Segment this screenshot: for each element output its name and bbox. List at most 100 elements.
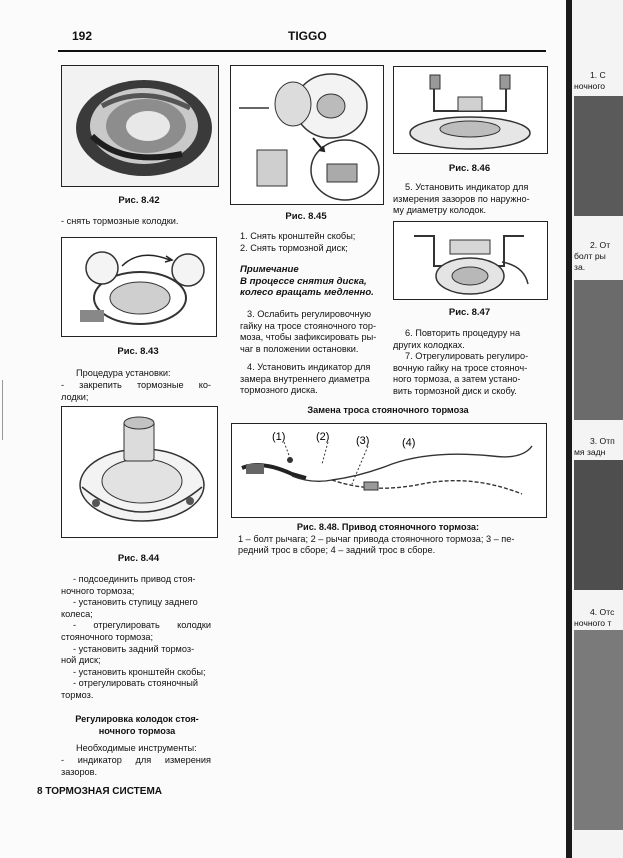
tools-intro: Необходимые инструменты: [76, 743, 197, 753]
step-line: тормозного диска. [240, 385, 318, 396]
section-title-line: Регулировка колодок стоя- [75, 714, 199, 724]
adjacent-photo-3 [574, 460, 623, 590]
figure-8-44-caption: Рис. 8.44 [117, 553, 160, 564]
step-line: 1. Снять кронштейн скобы; [240, 231, 356, 241]
adjacent-text: 4. Отс [590, 607, 615, 617]
figure-8-43-caption: Рис. 8.43 [117, 346, 159, 357]
step-line: 4. Установить индикатор для [247, 362, 371, 372]
step-4: 4. Установить индикатор для замера внутр… [240, 362, 386, 397]
parking-brake-linkage-illustration: (1) (2) (3) (4) [232, 424, 546, 517]
figure-8-45-caption: Рис. 8.45 [285, 211, 327, 222]
figure-8-43 [61, 237, 217, 337]
figure-8-48: (1) (2) (3) (4) [231, 423, 547, 518]
callout-2: (2) [316, 431, 329, 443]
adjacent-text: мя задн [574, 447, 606, 457]
adjacent-text: 1. С [590, 70, 606, 80]
step-line: 2. Снять тормозной диск; [240, 242, 348, 253]
running-title: TIGGO [288, 29, 327, 43]
step-line: чаг в положении остановки. [240, 343, 359, 354]
step-line: 5. Установить индикатор для [405, 182, 529, 192]
section-title-shoe-adjustment: Регулировка колодок стоя- ночного тормоз… [61, 714, 213, 737]
step-line: моза, чтобы зафиксировать ры- [240, 332, 377, 343]
adjacent-page-strip: 1. С ночного 2. От болт ры за. 3. Отп мя… [566, 0, 623, 858]
scan-artifact [2, 380, 3, 440]
adjacent-text: ночного [574, 81, 606, 91]
adjacent-text: 2. От [590, 240, 611, 250]
figure-8-42 [61, 65, 219, 187]
adjacent-text: болт ры [574, 251, 606, 261]
tools-line: зазоров. [61, 766, 98, 777]
step-line: вочную гайку на тросе стояноч- [393, 362, 528, 373]
step-3: 3. Ослабить регулировочную гайку на трос… [240, 309, 386, 355]
steps-1-2: 1. Снять кронштейн скобы; 2. Снять тормо… [240, 231, 355, 254]
wheel-hub-illustration [62, 407, 217, 537]
indicator-on-disc-illustration [394, 67, 547, 153]
step-line: гайку на тросе стояночного тор- [240, 320, 377, 331]
page-number: 192 [72, 29, 93, 43]
step-line: ночного тормоза; [61, 585, 135, 596]
note-line: В процессе снятия диска, [240, 275, 367, 287]
step-line: других колодках. [393, 339, 465, 350]
figure-8-48-legend: Рис. 8.48. Привод стояночного тормоза: 1… [230, 522, 546, 557]
adjacent-text: за. [574, 262, 586, 272]
figure-8-47-caption: Рис. 8.47 [448, 307, 491, 318]
step-line: - установить задний тормоз- [73, 643, 195, 654]
figure-8-45 [230, 65, 384, 205]
section-title-cable-replacement: Замена троса стояночного тормоза [307, 405, 469, 415]
step-line: - отрегулировать колодки [73, 620, 211, 631]
step-5: 5. Установить индикатор для измерения за… [393, 182, 545, 217]
callout-3: (3) [356, 435, 369, 447]
step-line: 3. Ослабить регулировочную [247, 309, 372, 319]
brake-shield-illustration [62, 66, 218, 186]
step-line: колеса; [61, 608, 93, 619]
step-line: му диаметру колодок. [393, 205, 487, 216]
adjacent-photo-4 [574, 630, 623, 830]
tools-list: - индикатор для измерения зазоров. [61, 755, 211, 778]
step-line: - отрегулировать стояночный [73, 678, 198, 689]
figure-8-46 [393, 66, 548, 154]
indicator-on-shoes-illustration [394, 222, 547, 299]
install-line: - закрепить тормозные ко- [61, 380, 211, 390]
step-line: 7. Отрегулировать регулиро- [405, 351, 529, 361]
note-block: Примечание В процессе снятия диска, коле… [240, 264, 386, 299]
tools-line: - индикатор для измерения [61, 755, 211, 765]
callout-1: (1) [272, 431, 285, 443]
note-line: колесо вращать медленно. [240, 287, 374, 299]
figure-8-44 [61, 406, 218, 538]
adjacent-photo-1 [574, 96, 623, 216]
chapter-footer: 8 ТОРМОЗНАЯ СИСТЕМА [37, 786, 163, 797]
page-gutter-shadow [566, 0, 572, 858]
install-intro: Процедура установки: [76, 368, 171, 378]
section-title-line: ночного тормоза [98, 725, 176, 736]
step-line: тормоз. [61, 689, 94, 700]
figure-8-47 [393, 221, 548, 300]
step-line: замера внутреннего диаметра [240, 373, 370, 384]
adjacent-text: ночного т [574, 618, 612, 628]
callout-4: (4) [402, 437, 415, 449]
step-line: ной диск; [61, 655, 101, 666]
legend-line: редний трос в сборе; 4 – задний трос в с… [238, 545, 436, 556]
legend-line: 1 – болт рычага; 2 – рычаг привода стоян… [238, 533, 515, 544]
figure-8-42-caption: Рис. 8.42 [118, 195, 160, 206]
step-line: измерения зазоров по наружно- [393, 193, 530, 204]
step-line: 6. Повторить процедуру на [405, 328, 521, 338]
adjacent-photo-2 [574, 280, 623, 420]
adjacent-text: 3. Отп [590, 436, 615, 446]
step-line: - установить кронштейн скобы; [73, 666, 206, 677]
install-step-list: - закрепить тормозные ко- лодки; [61, 380, 211, 403]
step-6: 6. Повторить процедуру на других колодка… [393, 328, 545, 351]
brake-shoe-assembly-illustration [62, 238, 216, 336]
caliper-disc-removal-illustration [231, 66, 383, 204]
step-line: ного тормоза, а затем устано- [393, 374, 521, 385]
figure-8-48-caption: Рис. 8.48. Привод стояночного тормоза: [296, 522, 480, 532]
figure-8-46-caption: Рис. 8.46 [448, 163, 491, 174]
header-rule [58, 50, 546, 52]
install-line: лодки; [61, 391, 89, 402]
step-line: стояночного тормоза; [61, 631, 154, 642]
step-remove-pads: - снять тормозные колодки. [61, 216, 179, 226]
step-line: - подсоединить привод стоя- [73, 574, 196, 584]
note-title: Примечание [240, 264, 299, 275]
install-steps: - подсоединить привод стоя- ночного торм… [61, 574, 211, 702]
step-7: 7. Отрегулировать регулиро- вочную гайку… [393, 351, 545, 397]
step-line: вить тормозной диск и скобу. [393, 385, 517, 396]
